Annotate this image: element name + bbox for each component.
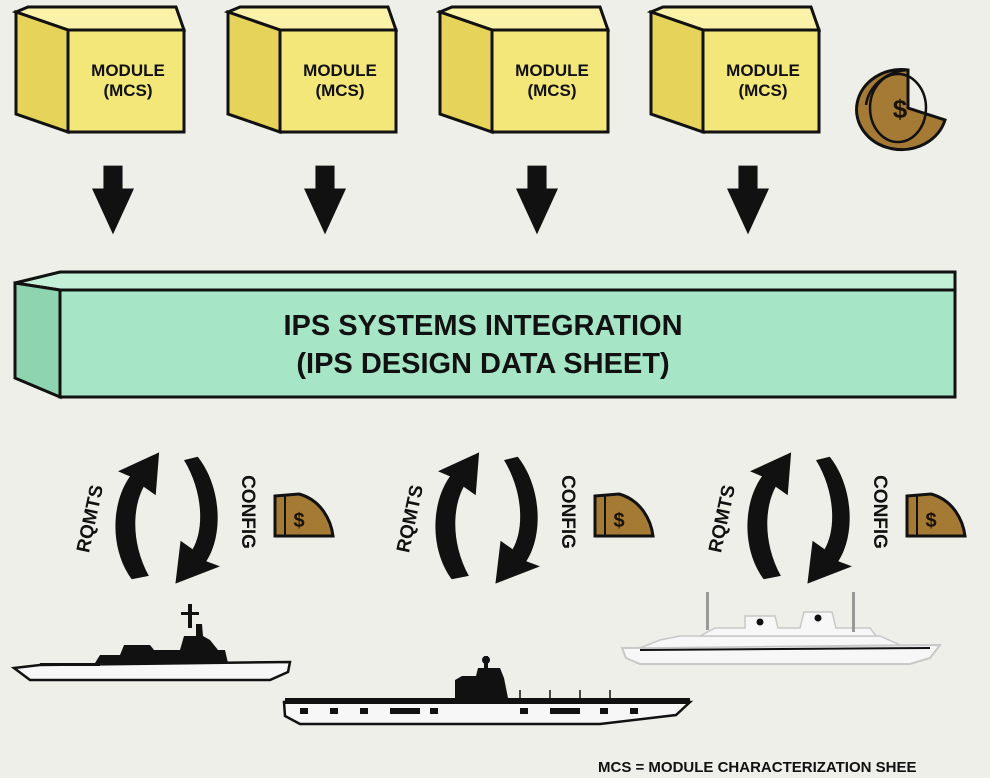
integration-title: IPS SYSTEMS INTEGRATION [283,310,682,342]
dollar-sign-icon: $ [613,510,624,532]
module-box: MODULE(MCS) [435,5,611,135]
requirements-label: RQMTS [73,483,108,554]
down-arrow-icon [92,165,134,235]
curved-up-arrow-icon [435,452,480,580]
module-arrows [92,165,769,235]
module-box: MODULE(MCS) [223,5,399,135]
down-arrow-icon [304,165,346,235]
requirements-label: RQMTS [393,483,428,554]
module-label: MODULE [91,61,165,80]
module-box: MODULE(MCS) [11,5,187,135]
module-sublabel: (MCS) [738,81,787,100]
requirements-label: RQMTS [705,483,740,554]
curved-down-arrow-icon [495,456,540,584]
money-coin-icon: $ [855,68,947,152]
curved-down-arrow-icon [175,456,220,584]
design-cycle: RQMTS CONFIG $ [705,452,967,584]
curved-up-arrow-icon [115,452,160,580]
footnote-definition: MCS = MODULE CHARACTERIZATION SHEE [598,759,916,776]
aircraft-carrier-ship-icon [282,656,694,726]
module-sublabel: (MCS) [315,81,364,100]
module-label: MODULE [726,61,800,80]
down-arrow-icon [516,165,558,235]
dollar-sign-icon: $ [893,94,908,124]
module-sublabel: (MCS) [103,81,152,100]
module-label: MODULE [303,61,377,80]
configuration-label: CONFIG [557,475,578,549]
cruise-ship-icon [620,592,943,665]
destroyer-ship-icon [10,604,292,682]
cost-coin-icon: $ [593,492,655,538]
curved-down-arrow-icon [807,456,852,584]
module-sublabel: (MCS) [527,81,576,100]
integration-bar: IPS SYSTEMS INTEGRATION (IPS DESIGN DATA… [13,270,957,400]
configuration-label: CONFIG [869,475,890,549]
design-cycle: RQMTS CONFIG $ [73,452,335,584]
cost-coin-icon: $ [905,492,967,538]
down-arrow-icon [727,165,769,235]
cost-coin-icon: $ [273,492,335,538]
configuration-label: CONFIG [237,475,258,549]
dollar-sign-icon: $ [925,510,936,532]
dollar-sign-icon: $ [293,510,304,532]
curved-up-arrow-icon [747,452,792,580]
module-box: MODULE(MCS) [646,5,822,135]
integration-subtitle: (IPS DESIGN DATA SHEET) [296,348,669,380]
design-cycle: RQMTS CONFIG $ [393,452,655,584]
module-label: MODULE [515,61,589,80]
